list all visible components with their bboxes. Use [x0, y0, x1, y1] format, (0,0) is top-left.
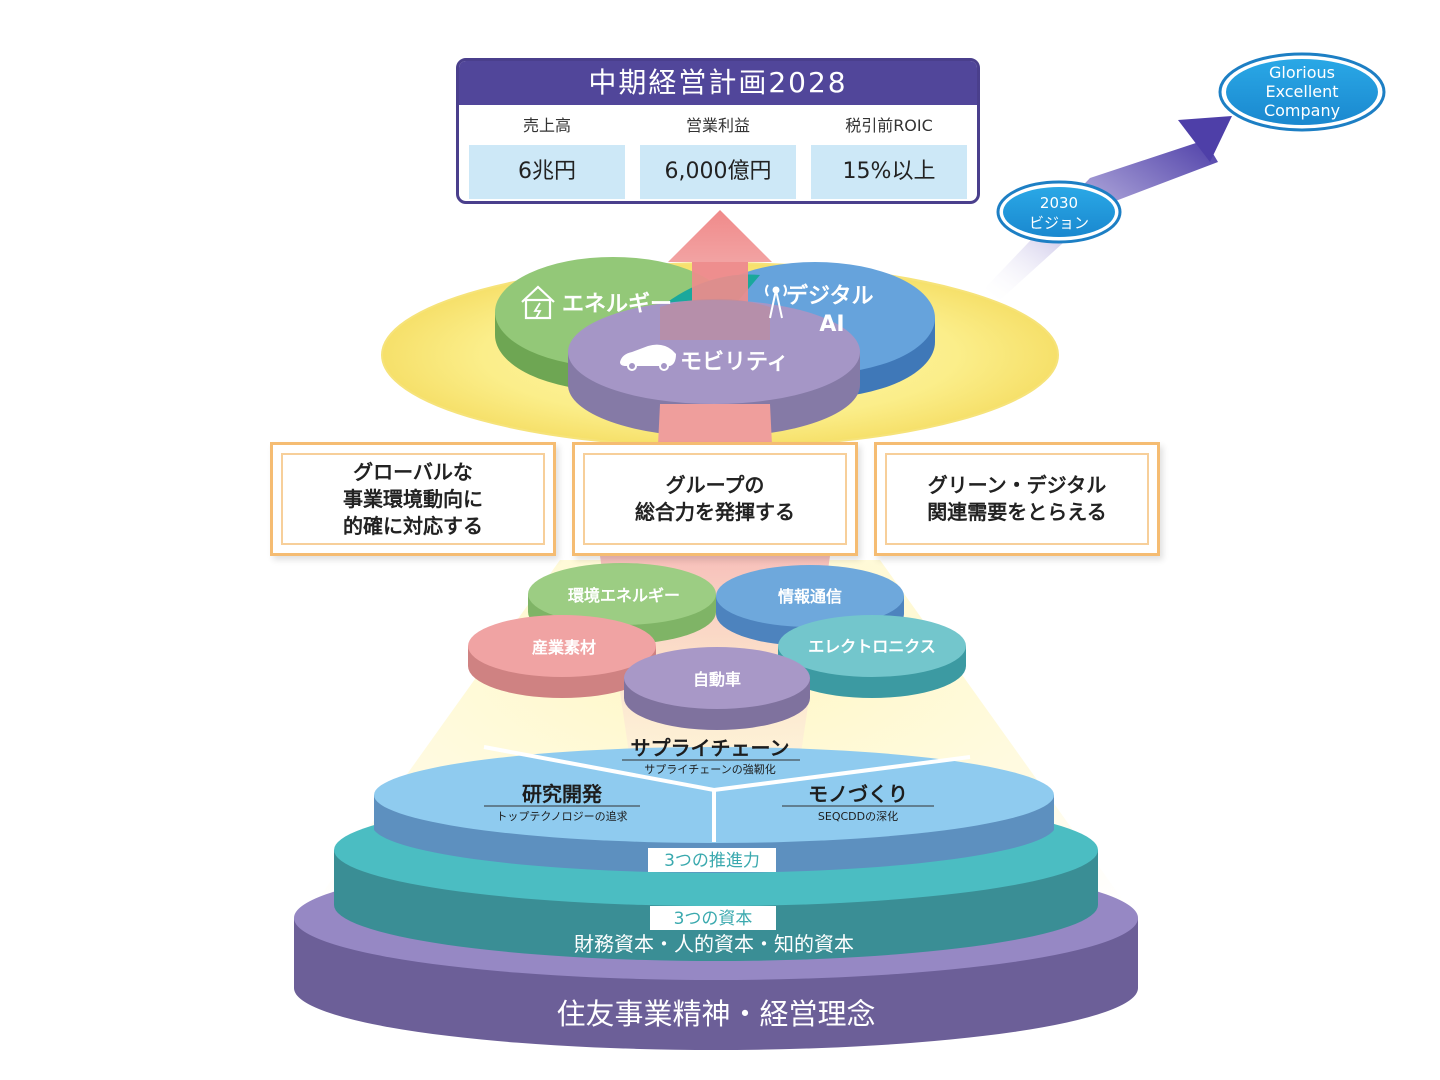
- plan-title: 中期経営計画2028: [459, 61, 977, 105]
- drivers-label-chip: [648, 848, 776, 872]
- segment-industrial-disc: [468, 615, 656, 698]
- vision-2030-badge: [996, 180, 1122, 244]
- kpi-operating-profit: 営業利益 6,000億円: [640, 113, 796, 199]
- center-beam: [658, 404, 772, 445]
- theme-global-text: グローバルな 事業環境動向に 的確に対応する: [281, 453, 545, 545]
- kpi-roic-value: 15%以上: [811, 145, 967, 199]
- kpi-roic: 税引前ROIC 15%以上: [811, 113, 967, 199]
- vision-2030-year: 2030: [1040, 194, 1078, 212]
- kpi-sales-label: 売上高: [522, 116, 571, 135]
- driver-mono-title: モノづくり: [808, 782, 908, 806]
- midterm-plan-box: 中期経営計画2028 売上高 6兆円 営業利益 6,000億円 税引前ROIC …: [456, 58, 980, 204]
- goal-line2: Excellent: [1265, 82, 1338, 101]
- driver-mono-sub: SEQCDDの深化: [818, 809, 898, 823]
- focus-energy-label: エネルギー: [562, 292, 672, 317]
- goal-badge: [1218, 52, 1386, 132]
- segment-electronics-disc: [778, 615, 966, 698]
- theme-green-digital-text: グリーン・デジタル 関連需要をとらえる: [885, 453, 1149, 545]
- segment-automotive-disc: [624, 647, 810, 730]
- kpi-roic-label: 税引前ROIC: [845, 116, 933, 135]
- segment-env-energy-label: 環境エネルギー: [568, 586, 680, 605]
- vision-arrow: [985, 116, 1232, 300]
- segment-industrial-label: 産業素材: [532, 638, 596, 657]
- theme-box-group: グループの 総合力を発揮する: [572, 442, 858, 556]
- kpi-operating-profit-value: 6,000億円: [640, 145, 796, 199]
- theme-box-green-digital: グリーン・デジタル 関連需要をとらえる: [874, 442, 1160, 556]
- drivers-label: 3つの推進力: [664, 851, 760, 871]
- house-icon: [521, 285, 555, 320]
- focus-mobility-label: モビリティ: [680, 350, 789, 375]
- foundation-label: 住友事業精神・経営理念: [556, 997, 875, 1031]
- capital-items: 財務資本・人的資本・知的資本: [574, 932, 854, 956]
- kpi-operating-profit-label: 営業利益: [685, 116, 750, 135]
- drivers-tier: [374, 745, 1054, 873]
- kpi-sales-value: 6兆円: [469, 145, 625, 199]
- driver-supply-title: サプライチェーン: [631, 736, 790, 760]
- focus-digital-label: デジタル: [786, 283, 874, 309]
- focus-ai-label: AI: [819, 312, 844, 337]
- capital-label-chip: [650, 906, 776, 930]
- theme-group-text: グループの 総合力を発揮する: [583, 453, 847, 545]
- car-icon: [620, 344, 676, 371]
- antenna-icon: [765, 284, 787, 319]
- mobility-disc: [568, 298, 860, 437]
- goal-line1: Glorious: [1269, 63, 1335, 82]
- driver-rnd-title: 研究開発: [522, 782, 603, 806]
- segment-automotive-label: 自動車: [693, 670, 741, 689]
- driver-supply-sub: サプライチェーンの強靭化: [644, 762, 775, 776]
- segment-info-comm-label: 情報通信: [778, 587, 842, 606]
- capital-label: 3つの資本: [674, 909, 753, 929]
- kpi-sales: 売上高 6兆円: [469, 113, 625, 199]
- goal-line3: Company: [1264, 101, 1340, 120]
- segment-electronics-label: エレクトロニクス: [808, 637, 936, 656]
- driver-rnd-sub: トップテクノロジーの追求: [496, 809, 627, 823]
- vision-2030-label: ビジョン: [1029, 214, 1089, 232]
- theme-box-global: グローバルな 事業環境動向に 的確に対応する: [270, 442, 556, 556]
